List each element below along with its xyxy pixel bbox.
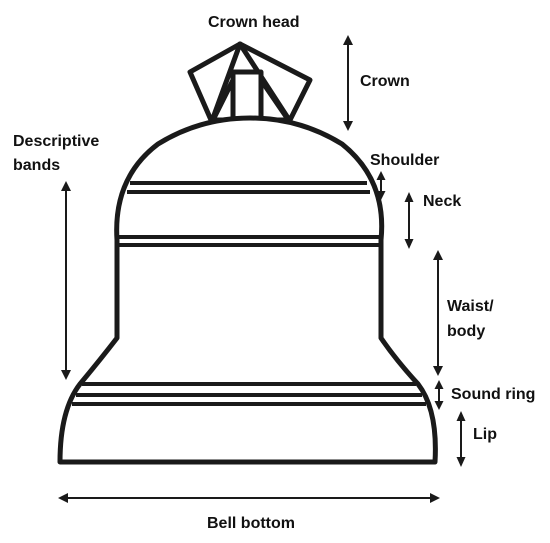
shoulder-arrow-head-bottom: [376, 191, 386, 200]
neck-arrow-head-top: [404, 192, 414, 202]
label-waist-line2: body: [447, 323, 485, 340]
label-sound-ring: Sound ring: [451, 386, 535, 403]
dimension-arrows: [58, 35, 466, 503]
descriptive-bands-arrow-head-bottom: [61, 370, 71, 380]
label-descriptive-bands-line1: Descriptive: [13, 133, 99, 150]
bell-drawing: [57, 41, 438, 465]
labels: Crown head Crown Descriptive bands Shoul…: [13, 14, 535, 532]
crown-stem: [230, 69, 264, 123]
label-bell-bottom: Bell bottom: [207, 515, 295, 532]
bell-body: [57, 115, 438, 465]
label-crown: Crown: [360, 73, 410, 90]
lip-arrow-head-bottom: [456, 457, 466, 467]
bell-bottom-arrow-head-left: [58, 493, 68, 503]
sound-ring-arrow-head-bottom: [434, 401, 444, 410]
bell-bottom-arrow-head-right: [430, 493, 440, 503]
label-waist-line1: Waist/: [447, 298, 494, 315]
waist-arrow-head-bottom: [433, 366, 443, 376]
waist-arrow-head-top: [433, 250, 443, 260]
neck-arrow-head-bottom: [404, 239, 414, 249]
label-lip: Lip: [473, 426, 497, 443]
label-crown-head: Crown head: [208, 14, 300, 31]
descriptive-bands-arrow-head-top: [61, 181, 71, 191]
lip-arrow-head-top: [456, 411, 466, 421]
crown-inner-right-2: [258, 77, 290, 121]
crown-inner-left-2: [211, 77, 236, 121]
crown-arrow-head-top: [343, 35, 353, 45]
sound-ring-arrow-head-top: [434, 380, 444, 389]
crown-arrow-head-bottom: [343, 121, 353, 131]
label-shoulder: Shoulder: [370, 152, 439, 169]
label-descriptive-bands-line2: bands: [13, 157, 60, 174]
shoulder-arrow-head-top: [376, 171, 386, 180]
label-neck: Neck: [423, 193, 461, 210]
